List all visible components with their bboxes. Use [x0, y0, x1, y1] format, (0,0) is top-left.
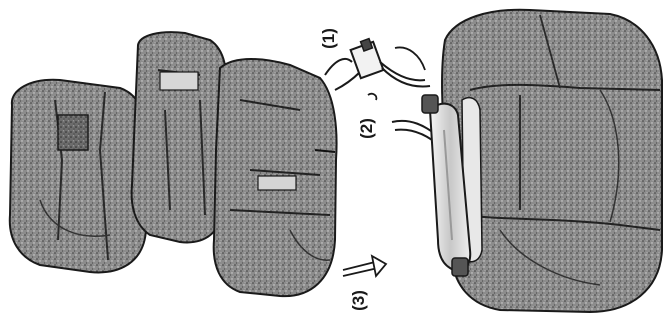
- toggle-switch-icon: [325, 39, 430, 90]
- callout-2: (2): [358, 118, 375, 139]
- stacked-rock-icon: [10, 32, 337, 296]
- opened-rock-icon: [442, 10, 662, 312]
- double-arrow-icon: [343, 256, 386, 276]
- callout-3: (3): [350, 290, 367, 311]
- callout-1: (1): [320, 28, 337, 49]
